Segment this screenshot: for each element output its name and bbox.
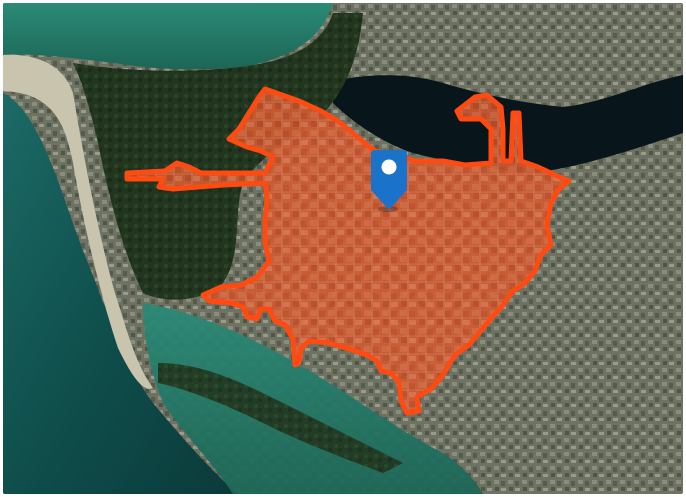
bay-water-dark — [333, 75, 683, 173]
marker-shadow — [378, 206, 398, 212]
gulf-water — [3, 93, 238, 494]
highlighted-region[interactable] — [124, 86, 572, 416]
vegetation-south — [158, 363, 403, 473]
map-viewport[interactable] — [3, 3, 683, 494]
map-pin-icon[interactable] — [371, 148, 407, 212]
bay-water-south — [143, 303, 483, 494]
satellite-map[interactable] — [3, 3, 683, 494]
barrier-island — [3, 54, 153, 389]
vegetation-area — [73, 13, 363, 300]
bay-water-north — [3, 3, 333, 70]
